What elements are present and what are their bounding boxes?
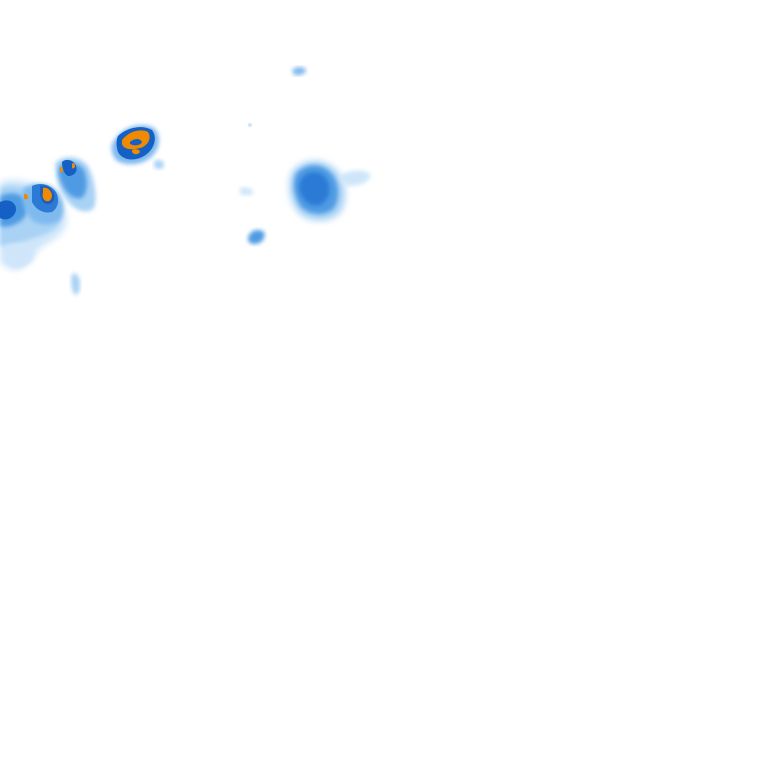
precip-west-b-core-2 [72,162,75,169]
precip-west-a-core [42,187,52,202]
precip-top-speck [292,67,306,76]
precip-small-south-patch [71,273,80,295]
precip-north-core-lower [132,149,140,155]
precip-left-lower-patch [4,244,35,268]
precip-north-satellite [154,159,164,169]
precip-small-mid-patch [248,230,265,244]
precip-central-heavy [299,172,330,206]
precip-left-heavy [0,200,17,220]
precip-faint-patch-mid [240,187,254,196]
precip-tiny-speck [248,123,252,127]
precip-central-tail [340,170,371,186]
precip-cell-west-b [55,157,96,212]
precip-west-a-core-small [24,193,28,200]
precip-cell-north [111,125,164,169]
precip-west-b-core-1 [60,166,63,173]
precip-cell-central [289,160,371,221]
precip-north-core-inner-dark [130,139,142,146]
precip-cell-west-a [22,183,64,225]
